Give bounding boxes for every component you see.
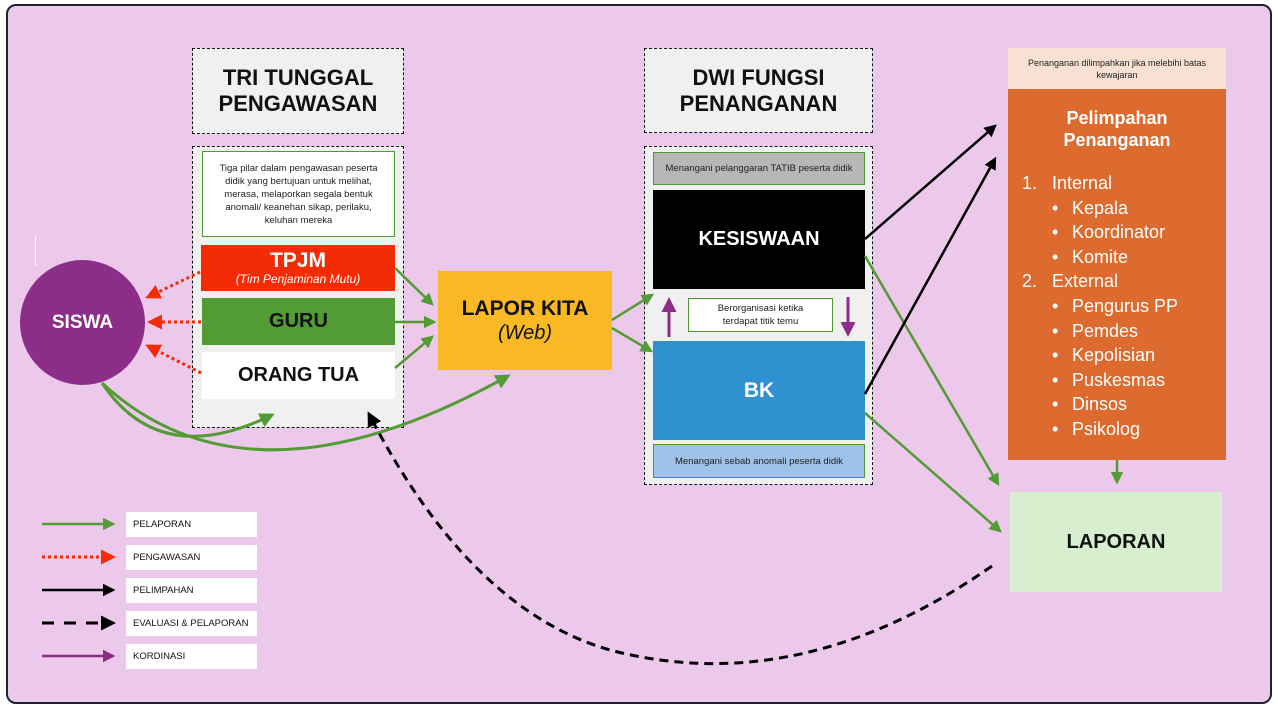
legend-label-pelaporan: PELAPORAN bbox=[126, 512, 257, 537]
item-label: Kepolisian bbox=[1072, 345, 1156, 366]
item-label: Psikolog bbox=[1072, 418, 1141, 439]
pelimpahan-note: Penanganan dilimpahkan jika melebihi bat… bbox=[1008, 48, 1226, 89]
bullet-icon: • bbox=[1052, 246, 1059, 267]
legend-label-pengawasan: PENGAWASAN bbox=[126, 545, 257, 570]
arrow-tpjm-to-siswa bbox=[145, 270, 201, 299]
arrow-siswa-to-tri-tunggal bbox=[100, 382, 275, 438]
item-label: Koordinator bbox=[1072, 222, 1166, 243]
arrow-laporkita-to-bk bbox=[611, 326, 654, 353]
legend-label-pelimpahan: PELIMPAHAN bbox=[126, 578, 257, 603]
laporan-node[interactable]: LAPORAN bbox=[1010, 492, 1222, 592]
arrow-laporan-to-tri-tunggal bbox=[367, 411, 993, 666]
arrow-laporkita-to-kesiswaan bbox=[611, 293, 655, 322]
bullet-icon: • bbox=[1052, 418, 1059, 439]
pelimpahan-box[interactable]: Pelimpahan Penanganan 1.Internal•Kepala•… bbox=[1008, 89, 1226, 460]
guru-box[interactable]: GURU bbox=[202, 298, 395, 345]
pelimpahan-title: Pelimpahan Penanganan bbox=[1008, 107, 1226, 151]
legend-label-kordinasi: KORDINASI bbox=[126, 644, 257, 669]
pelimpahan-list: 1. Internal • Kepala • Koordinator • Komite 2. Ex… bbox=[1008, 171, 1226, 442]
pelimpahan-item: • Psikolog bbox=[1022, 417, 1226, 442]
group-label: External bbox=[1052, 271, 1119, 292]
pelimpahan-item: • Pemdes bbox=[1022, 319, 1226, 344]
dwi-fungsi-title-line1: DWI FUNGSI bbox=[692, 64, 825, 90]
pelimpahan-title-line2: Penanganan bbox=[1063, 130, 1171, 150]
item-label: Dinsos bbox=[1072, 394, 1128, 415]
arrow-bk-to-laporan bbox=[864, 412, 1002, 533]
lapor-kita-sublabel: (Web) bbox=[497, 322, 553, 344]
pelimpahan-item: • Kepala bbox=[1022, 196, 1226, 221]
kesiswaan-note: Menangani pelanggaran TATIB peserta didi… bbox=[653, 152, 865, 185]
bk-note: Menangani sebab anomali peserta didik bbox=[653, 444, 865, 478]
arrow-bk-to-pelimpahan bbox=[863, 156, 997, 395]
dwi-fungsi-header: DWI FUNGSI PENANGANAN bbox=[644, 48, 873, 133]
kesiswaan-label: KESISWAAN bbox=[698, 228, 820, 250]
group-number: 1. bbox=[1022, 173, 1038, 193]
siswa-node[interactable]: SISWA bbox=[20, 260, 145, 385]
tpjm-box[interactable]: TPJM (Tim Penjaminan Mutu) bbox=[201, 245, 395, 291]
bullet-icon: • bbox=[1052, 197, 1059, 218]
item-label: Pemdes bbox=[1072, 320, 1139, 341]
item-label: Pengurus PP bbox=[1072, 295, 1179, 316]
item-label: Komite bbox=[1072, 246, 1129, 267]
pelimpahan-title-line1: Pelimpahan bbox=[1066, 108, 1168, 128]
tri-tunggal-description: Tiga pilar dalam pengawasan peserta didi… bbox=[202, 151, 395, 237]
legend-label-evaluasi: EVALUASI & PELAPORAN bbox=[126, 611, 257, 636]
orang-tua-label: ORANG TUA bbox=[237, 364, 360, 386]
tri-tunggal-header: TRI TUNGGAL PENGAWASAN bbox=[192, 48, 404, 134]
tpjm-label: TPJM bbox=[269, 249, 326, 272]
group-label: Internal bbox=[1052, 173, 1113, 193]
orang-tua-box[interactable]: ORANG TUA bbox=[202, 352, 395, 399]
bullet-icon: • bbox=[1052, 369, 1059, 390]
arrow-siswa-to-laporkita bbox=[100, 374, 511, 452]
guru-label: GURU bbox=[269, 310, 328, 332]
arrow-orangtua-to-laporkita bbox=[394, 335, 434, 369]
bk-label: BK bbox=[743, 378, 775, 402]
bullet-icon: • bbox=[1052, 320, 1059, 341]
arrow-orangtua-to-siswa bbox=[145, 344, 202, 375]
coordination-note: Berorganisasi ketika terdapat titik temu bbox=[688, 298, 833, 332]
bk-box[interactable]: BK bbox=[653, 341, 865, 440]
pelimpahan-item: • Dinsos bbox=[1022, 392, 1226, 417]
arrow-kesiswaan-to-laporan bbox=[863, 255, 1000, 487]
pelimpahan-item: • Koordinator bbox=[1022, 220, 1226, 245]
kesiswaan-box[interactable]: KESISWAAN bbox=[653, 190, 865, 289]
tri-tunggal-title-line2: PENGAWASAN bbox=[218, 91, 378, 116]
siswa-label: SISWA bbox=[51, 311, 114, 333]
dwi-fungsi-title-line2: PENANGANAN bbox=[679, 90, 838, 116]
pelimpahan-item: • Kepolisian bbox=[1022, 343, 1226, 368]
bullet-icon: • bbox=[1052, 394, 1059, 415]
pelimpahan-item: • Pengurus PP bbox=[1022, 294, 1226, 319]
arrow-kesiswaan-to-pelimpahan bbox=[864, 124, 997, 240]
pelimpahan-group-internal: 1. Internal bbox=[1022, 171, 1226, 196]
laporan-label: LAPORAN bbox=[1066, 530, 1166, 553]
group-number: 2. bbox=[1022, 271, 1038, 292]
tri-tunggal-title-line1: TRI TUNGGAL bbox=[222, 65, 374, 90]
pelimpahan-item: • Puskesmas bbox=[1022, 368, 1226, 393]
arrow-tpjm-to-laporkita bbox=[394, 267, 434, 306]
lapor-kita-label: LAPOR KITA bbox=[461, 297, 589, 320]
text-cursor-mark bbox=[35, 237, 36, 266]
bullet-icon: • bbox=[1052, 345, 1059, 366]
item-label: Kepala bbox=[1072, 197, 1129, 218]
bullet-icon: • bbox=[1052, 295, 1059, 316]
tpjm-sublabel: (Tim Penjaminan Mutu) bbox=[235, 272, 361, 286]
pelimpahan-item: • Komite bbox=[1022, 245, 1226, 270]
bullet-icon: • bbox=[1052, 222, 1059, 243]
item-label: Puskesmas bbox=[1072, 369, 1166, 390]
lapor-kita-node[interactable]: LAPOR KITA (Web) bbox=[438, 271, 612, 370]
pelimpahan-group-external: 2. External bbox=[1022, 269, 1226, 294]
